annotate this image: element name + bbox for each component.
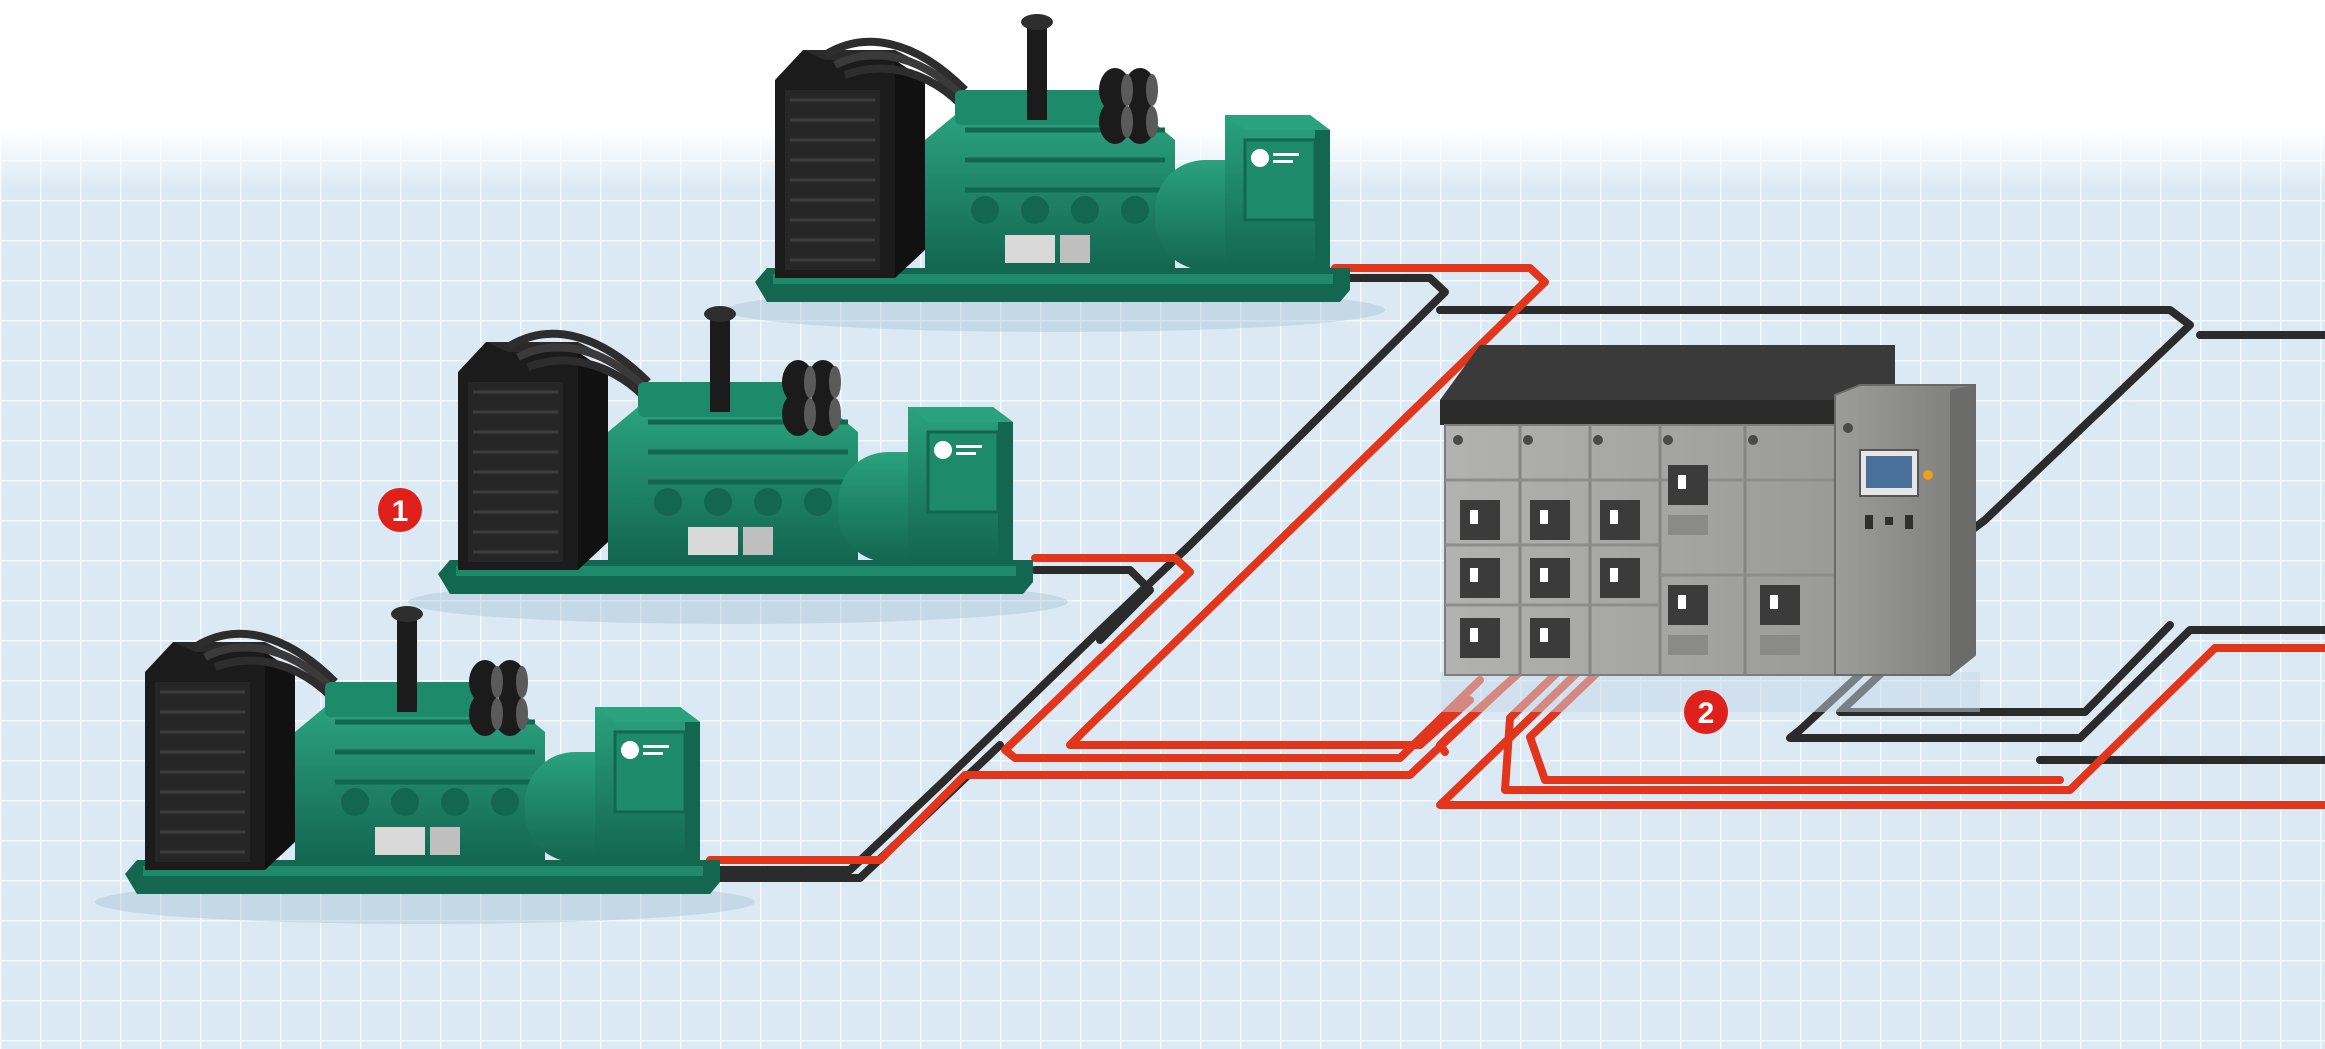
callout-1: 1 xyxy=(378,488,422,532)
cable-black-gen1 xyxy=(706,274,1449,874)
circuit-breaker-icon xyxy=(1460,465,1800,658)
paralleling-switchgear xyxy=(1440,345,1980,712)
cable-black-gen1-bus xyxy=(1436,306,2194,539)
cable-red-gen2 xyxy=(1001,554,1484,762)
cable-red-out-2 xyxy=(1436,666,2325,809)
callout-2-label: 2 xyxy=(1698,697,1715,730)
cable-black-load-1 xyxy=(1786,626,2325,742)
cable-black-gen2 xyxy=(1031,566,1154,644)
cable-red-gen1 xyxy=(1066,264,1549,749)
callout-1-label: 1 xyxy=(392,495,409,528)
generator-set-icon xyxy=(725,14,1385,332)
callout-2: 2 xyxy=(1684,690,1728,734)
generator-top xyxy=(725,14,1385,332)
